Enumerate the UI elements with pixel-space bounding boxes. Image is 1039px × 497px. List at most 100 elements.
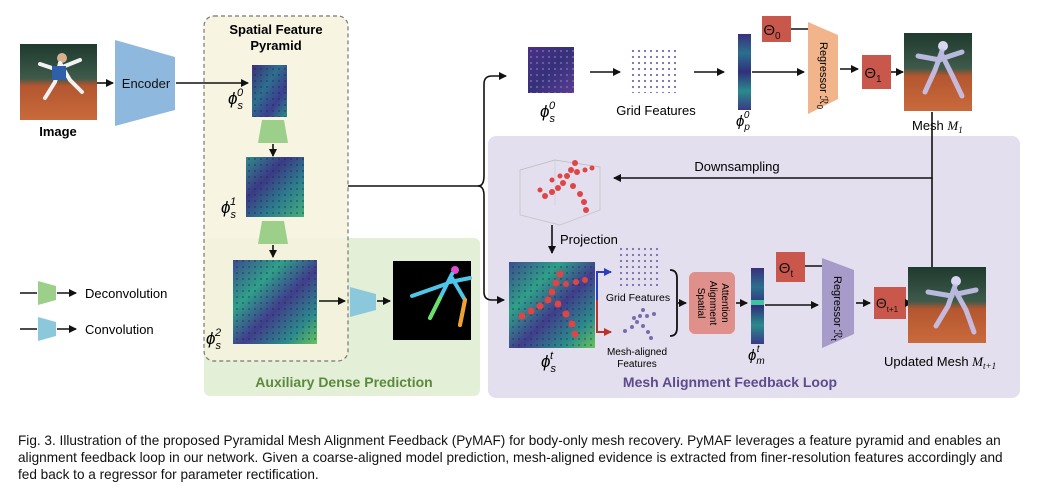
theta-t1-sub: t+1 bbox=[887, 305, 899, 314]
legend-deconv-label: Deconvolution bbox=[85, 286, 167, 301]
theta-t1-box bbox=[874, 287, 906, 319]
updated-mesh-image bbox=[908, 267, 986, 343]
mesh-aligned-label-line1: Mesh-aligned bbox=[607, 347, 667, 358]
pyramid-title-line2: Pyramid bbox=[250, 38, 301, 53]
phi-s0-sup: 0 bbox=[237, 87, 244, 99]
phi-s0-sub: s bbox=[237, 100, 243, 112]
phi-s1-symbol: ϕ bbox=[221, 198, 230, 217]
encoder-block bbox=[115, 40, 175, 126]
svg-text:Regressor ℛt: Regressor ℛt bbox=[829, 276, 843, 342]
phi-s0-top-sub: s bbox=[549, 113, 555, 125]
pyramid-title-line1: Spatial Feature bbox=[229, 22, 322, 37]
phi-s0-top-symbol: ϕ bbox=[540, 102, 549, 121]
dense-prediction-image bbox=[393, 261, 472, 340]
theta-0-box bbox=[762, 16, 791, 42]
phi-s0-symbol: ϕ bbox=[228, 89, 237, 108]
mesh-m1-var: M bbox=[946, 118, 959, 133]
theta-1-box bbox=[862, 55, 891, 89]
phi-s2-sup: 2 bbox=[214, 327, 221, 339]
phi-s1-sup: 1 bbox=[230, 196, 236, 208]
legend-conv-swatch bbox=[38, 317, 56, 341]
phi-m-sub: m bbox=[756, 356, 764, 367]
phi-p-sub: p bbox=[743, 122, 750, 133]
attention-label-line1: Spatial bbox=[695, 288, 706, 319]
regressor-t-label: Regressor ℛ bbox=[831, 276, 843, 339]
updated-mesh-sub: t+1 bbox=[983, 361, 996, 371]
phi-s1-sub: s bbox=[230, 209, 236, 221]
theta-0-sub: 0 bbox=[775, 31, 781, 42]
svg-text:Regressor ℛ0: Regressor ℛ0 bbox=[815, 42, 829, 110]
svg-text:Θt: Θt bbox=[779, 260, 794, 280]
grid-features-loop bbox=[617, 246, 661, 286]
deconv-block-1 bbox=[258, 120, 288, 143]
svg-text:Spatial: Spatial bbox=[695, 288, 706, 319]
legend: Deconvolution Convolution bbox=[20, 281, 167, 341]
regressor-0-sub: 0 bbox=[815, 105, 824, 110]
figure-caption: Fig. 3. Illustration of the proposed Pyr… bbox=[18, 433, 1003, 482]
svg-text:Updated Mesh Mt+1: Updated Mesh Mt+1 bbox=[884, 354, 996, 371]
phi-s2-symbol: ϕ bbox=[206, 329, 215, 348]
mesh-m1-image bbox=[904, 33, 972, 111]
updated-mesh-label: Updated Mesh bbox=[884, 354, 972, 369]
svg-text:ϕmt: ϕmt bbox=[748, 344, 765, 367]
phi-m-symbol: ϕ bbox=[748, 347, 756, 364]
legend-deconv-swatch bbox=[38, 281, 56, 305]
image-label: Image bbox=[39, 124, 77, 139]
theta-1-symbol: Θ bbox=[864, 65, 876, 82]
attention-label-line2: Alignment bbox=[707, 281, 718, 326]
aux-dense-label: Auxiliary Dense Prediction bbox=[255, 374, 432, 390]
svg-text:Θt+1: Θt+1 bbox=[876, 295, 899, 314]
svg-text:ϕst: ϕst bbox=[541, 350, 556, 375]
legend-conv-label: Convolution bbox=[85, 322, 154, 337]
svg-text:Attention: Attention bbox=[719, 283, 730, 322]
phi-st-sub: s bbox=[550, 363, 556, 375]
phi-p-symbol: ϕ bbox=[736, 113, 744, 130]
feature-map-st bbox=[509, 262, 595, 348]
regressor-0-label: Regressor ℛ bbox=[817, 42, 829, 105]
phi-m-sup: t bbox=[757, 344, 761, 355]
regressor-0 bbox=[808, 22, 838, 114]
feature-vector-p bbox=[738, 34, 751, 110]
theta-t-sub: t bbox=[790, 269, 793, 280]
mesh-loop-region bbox=[488, 136, 1020, 398]
grid-features-loop-label: Grid Features bbox=[606, 292, 670, 304]
deconv-block-2 bbox=[258, 221, 288, 244]
downsampling-label: Downsampling bbox=[694, 159, 779, 174]
phi-st-symbol: ϕ bbox=[541, 352, 550, 371]
phi-st-sup: t bbox=[550, 350, 554, 362]
input-image bbox=[20, 44, 97, 120]
svg-text:Mesh M1: Mesh M1 bbox=[912, 118, 963, 135]
mesh-m1-label: Mesh bbox=[912, 118, 947, 133]
svg-text:ϕs0: ϕs0 bbox=[228, 87, 244, 112]
projection-label: Projection bbox=[560, 232, 618, 247]
phi-s0-top-sup: 0 bbox=[549, 100, 556, 112]
svg-text:Θ0: Θ0 bbox=[763, 22, 781, 42]
spatial-alignment-attention bbox=[689, 272, 735, 334]
theta-t-box bbox=[776, 252, 805, 282]
mesh-m1-sub: 1 bbox=[958, 125, 963, 135]
grid-features-top-label: Grid Features bbox=[616, 103, 696, 118]
svg-text:ϕp0: ϕp0 bbox=[736, 110, 750, 133]
phi-s2-sub: s bbox=[215, 340, 221, 352]
svg-text:ϕs0: ϕs0 bbox=[540, 100, 556, 125]
phi-p-sup: 0 bbox=[744, 110, 750, 121]
theta-0-symbol: Θ bbox=[763, 22, 775, 39]
conv-block-aux bbox=[350, 287, 376, 317]
grid-features-top bbox=[631, 47, 679, 93]
svg-text:Alignment: Alignment bbox=[707, 281, 718, 326]
svg-text:ϕs2: ϕs2 bbox=[206, 327, 221, 352]
regressor-t-sub: t bbox=[829, 339, 838, 342]
feature-vector-m bbox=[751, 268, 764, 344]
theta-1-sub: 1 bbox=[876, 74, 882, 85]
attention-label-line3: Attention bbox=[719, 283, 730, 322]
pymaf-diagram: Image Encoder Spatial Feature Pyramid ϕs… bbox=[20, 15, 1020, 398]
point-cloud-3d bbox=[519, 159, 601, 226]
mesh-loop-label: Mesh Alignment Feedback Loop bbox=[623, 374, 837, 390]
mesh-aligned-points bbox=[623, 308, 656, 340]
regressor-t bbox=[822, 258, 854, 348]
mesh-aligned-label-line2: Features bbox=[617, 359, 656, 370]
svg-text:ϕs1: ϕs1 bbox=[221, 196, 236, 221]
updated-mesh-var: M bbox=[971, 354, 984, 369]
theta-t-symbol: Θ bbox=[779, 260, 791, 277]
encoder-label: Encoder bbox=[122, 76, 171, 91]
